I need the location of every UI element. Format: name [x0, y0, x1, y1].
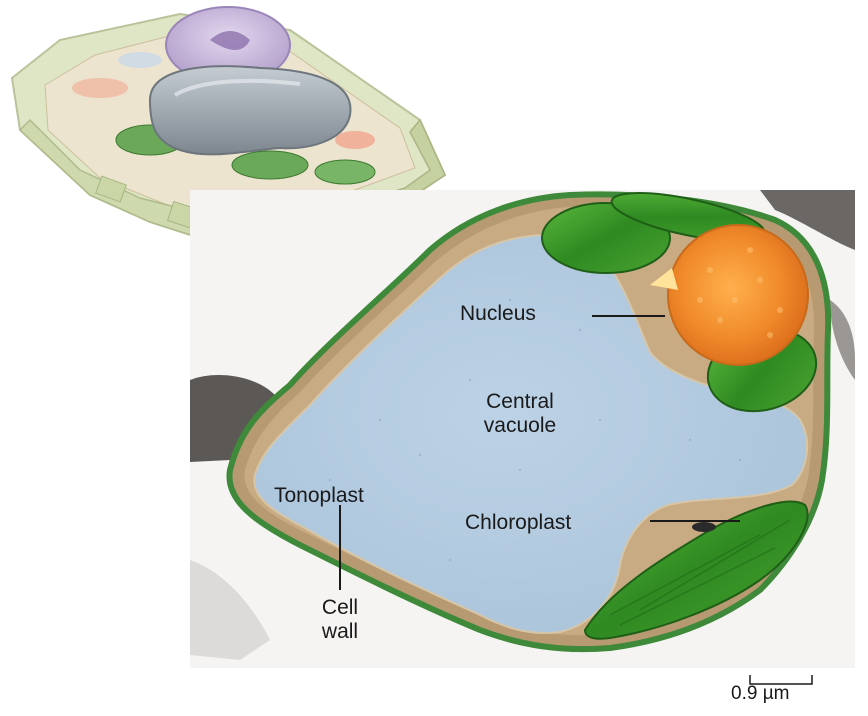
granule	[692, 522, 716, 532]
label-central-vacuole: Central vacuole	[460, 390, 580, 438]
model-organelle	[118, 52, 162, 68]
model-organelle	[335, 131, 375, 149]
model-organelle	[72, 78, 128, 98]
nucleus	[668, 225, 808, 365]
label-cell-wall-line2: wall	[300, 620, 380, 644]
label-cell-wall-line1: Cell	[300, 596, 380, 620]
label-chloroplast: Chloroplast	[465, 511, 571, 535]
label-tonoplast: Tonoplast	[274, 484, 364, 508]
label-central-vacuole-line2: vacuole	[460, 414, 580, 438]
model-chloroplast	[232, 151, 308, 179]
scale-bar-label: 0.9 µm	[731, 683, 789, 705]
label-nucleus: Nucleus	[460, 302, 536, 326]
label-central-vacuole-line1: Central	[460, 390, 580, 414]
label-cell-wall: Cell wall	[300, 596, 380, 644]
model-chloroplast	[315, 160, 375, 184]
